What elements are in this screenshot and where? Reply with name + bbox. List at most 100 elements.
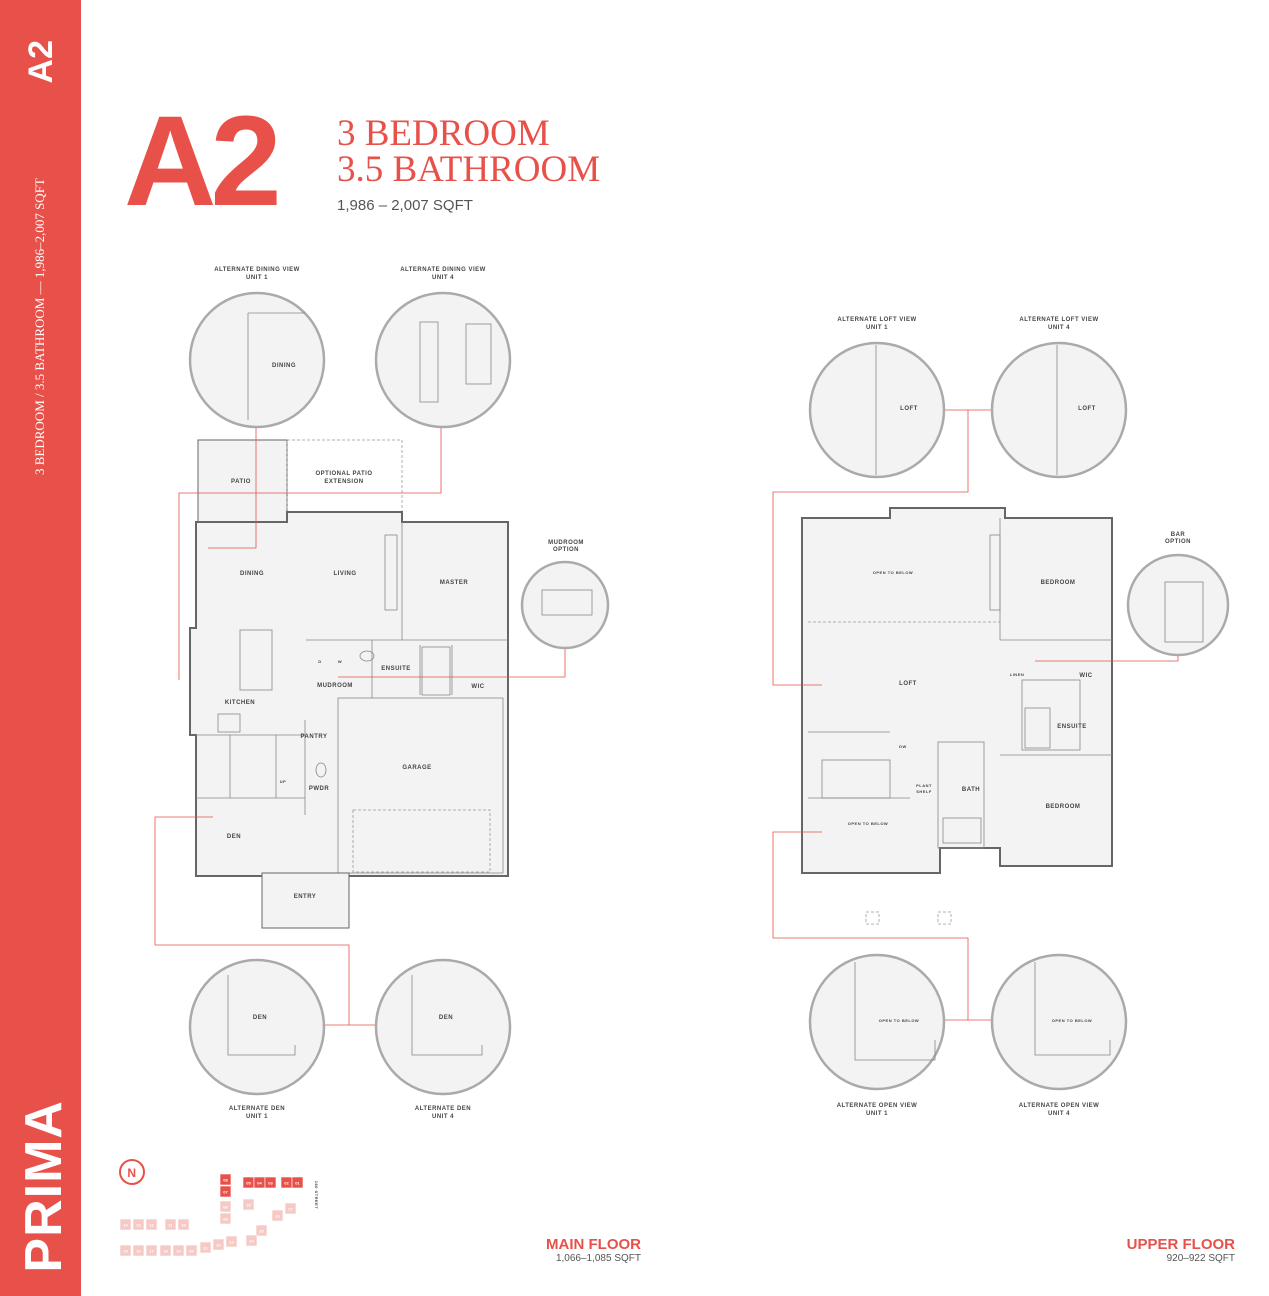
site-unit-label: 25 bbox=[259, 1229, 264, 1234]
site-unit-label: 06 bbox=[223, 1205, 228, 1210]
site-unit-09 bbox=[219, 1212, 232, 1225]
svg-text:ALTERNATE DEN: ALTERNATE DEN bbox=[229, 1106, 285, 1112]
callout-alt-open-unit4: OPEN TO BELOW ALTERNATE OPEN VIEW UNIT 4 bbox=[990, 953, 1128, 1117]
svg-text:OPTION: OPTION bbox=[1165, 539, 1191, 545]
svg-text:DEN: DEN bbox=[439, 1015, 453, 1021]
sidebar: A2 3 BEDROOM / 3.5 BATHROOM — 1,986–2,00… bbox=[0, 0, 81, 1296]
site-unit-01 bbox=[291, 1176, 304, 1189]
site-unit-label: 18 bbox=[163, 1249, 168, 1254]
site-unit-16 bbox=[132, 1244, 145, 1257]
site-unit-label: 11 bbox=[168, 1223, 173, 1228]
svg-text:UNIT 1: UNIT 1 bbox=[866, 1111, 888, 1117]
room-label-linen: LINEN bbox=[1010, 672, 1025, 677]
room-label-open-to-below-top: OPEN TO BELOW bbox=[873, 570, 913, 575]
plan-code: A2 bbox=[124, 90, 282, 233]
room-label-upper-wic: WIC bbox=[1079, 673, 1092, 679]
site-unit-label: 08 bbox=[223, 1178, 228, 1183]
room-label-upper-ensuite: ENSUITE bbox=[1057, 724, 1087, 730]
room-label-optional-patio-extension: EXTENSION bbox=[324, 479, 363, 485]
site-unit-15 bbox=[119, 1244, 132, 1257]
main-floor-plan: PATIO OPTIONAL PATIO EXTENSION DINING LI… bbox=[154, 427, 566, 1026]
room-label-garage: GARAGE bbox=[402, 765, 431, 771]
site-unit-label: 27 bbox=[288, 1207, 293, 1212]
site-unit-25 bbox=[255, 1224, 268, 1237]
room-label-ensuite: ENSUITE bbox=[381, 666, 411, 672]
north-arrow-icon bbox=[119, 1159, 145, 1185]
site-unit-27 bbox=[284, 1202, 297, 1215]
svg-text:LOFT: LOFT bbox=[900, 406, 918, 412]
site-unit-03 bbox=[264, 1176, 277, 1189]
svg-text:UNIT 4: UNIT 4 bbox=[1048, 325, 1070, 331]
upper-floor-outline bbox=[801, 507, 1113, 874]
site-unit-18 bbox=[159, 1244, 172, 1257]
site-unit-label: 24 bbox=[249, 1239, 254, 1244]
svg-text:UNIT 4: UNIT 4 bbox=[1048, 1111, 1070, 1117]
svg-text:ALTERNATE LOFT VIEW: ALTERNATE LOFT VIEW bbox=[837, 317, 916, 323]
room-label-bedroom-2: BEDROOM bbox=[1046, 804, 1081, 810]
callout-bar-option: BAR OPTION bbox=[1126, 532, 1230, 657]
plan-rooms: 3 BEDROOM 3.5 BATHROOM bbox=[337, 113, 600, 188]
site-unit-23 bbox=[225, 1235, 238, 1248]
upper-floor-plan: OPEN TO BELOW BEDROOM LOFT LINEN WIC ENS… bbox=[772, 409, 1179, 1021]
site-unit-11 bbox=[164, 1218, 177, 1231]
svg-text:ALTERNATE DINING VIEW: ALTERNATE DINING VIEW bbox=[400, 267, 486, 273]
site-unit-label: 21 bbox=[203, 1246, 208, 1251]
site-unit-26 bbox=[271, 1209, 284, 1222]
washer-label: W bbox=[338, 659, 342, 664]
garage-walls bbox=[337, 697, 504, 874]
room-label-entry: ENTRY bbox=[294, 894, 317, 900]
room-label-loft: LOFT bbox=[899, 681, 917, 687]
svg-text:N: N bbox=[127, 1166, 136, 1180]
site-unit-19 bbox=[172, 1244, 185, 1257]
site-unit-label: 04 bbox=[257, 1181, 262, 1186]
site-unit-label: 22 bbox=[216, 1243, 221, 1248]
svg-text:DINING: DINING bbox=[272, 363, 296, 369]
room-label-wic: WIC bbox=[471, 684, 484, 690]
main-floor-sqft: 1,066–1,085 SQFT bbox=[555, 1253, 641, 1264]
callout-alt-dining-unit1: ALTERNATE DINING VIEW UNIT 1 DINING bbox=[188, 267, 326, 429]
room-label-dw: DW bbox=[899, 744, 907, 749]
svg-text:ALTERNATE LOFT VIEW: ALTERNATE LOFT VIEW bbox=[1019, 317, 1098, 323]
callout-alt-loft-unit1: ALTERNATE LOFT VIEW UNIT 1 LOFT bbox=[808, 317, 946, 479]
patio bbox=[197, 439, 288, 523]
room-label-pwdr: PWDR bbox=[309, 786, 329, 792]
site-unit-label: 19 bbox=[176, 1249, 181, 1254]
site-unit-label: 02 bbox=[284, 1181, 289, 1186]
site-unit-17 bbox=[145, 1244, 158, 1257]
svg-text:ALTERNATE DEN: ALTERNATE DEN bbox=[415, 1106, 471, 1112]
room-label-bedroom-1: BEDROOM bbox=[1041, 580, 1076, 586]
entry-porch bbox=[261, 872, 350, 929]
plan-sqft: 1,986 – 2,007 SQFT bbox=[337, 197, 473, 214]
site-unit-24 bbox=[245, 1234, 258, 1247]
dryer-label: D bbox=[318, 659, 321, 664]
site-unit-label: 12 bbox=[149, 1223, 154, 1228]
optional-patio-extension bbox=[286, 439, 403, 513]
svg-text:MUDROOM: MUDROOM bbox=[548, 540, 584, 546]
room-label-open-to-below-bottom: OPEN TO BELOW bbox=[848, 821, 888, 826]
svg-text:OPTION: OPTION bbox=[553, 547, 579, 553]
site-unit-13 bbox=[132, 1218, 145, 1231]
main-floor-outline bbox=[189, 511, 509, 877]
site-unit-label: 26 bbox=[275, 1214, 280, 1219]
bedroom-count: 3 BEDROOM bbox=[337, 113, 550, 154]
svg-text:BAR: BAR bbox=[1171, 532, 1186, 538]
svg-text:ALTERNATE OPEN VIEW: ALTERNATE OPEN VIEW bbox=[837, 1103, 918, 1109]
main-floor-title: MAIN FLOOR bbox=[546, 1236, 641, 1253]
site-unit-label: 16 bbox=[136, 1249, 141, 1254]
room-label-pantry: PANTRY bbox=[301, 734, 328, 740]
site-unit-20 bbox=[185, 1244, 198, 1257]
svg-text:ALTERNATE OPEN VIEW: ALTERNATE OPEN VIEW bbox=[1019, 1103, 1100, 1109]
site-unit-06 bbox=[219, 1200, 232, 1213]
upper-floor-sqft: 920–922 SQFT bbox=[1166, 1253, 1235, 1264]
site-unit-label: 03 bbox=[268, 1181, 273, 1186]
site-unit-label: 13 bbox=[136, 1223, 141, 1228]
svg-text:UNIT 1: UNIT 1 bbox=[866, 325, 888, 331]
room-label-optional-patio: OPTIONAL PATIO bbox=[315, 471, 372, 477]
callout-alt-den-unit1: DEN ALTERNATE DEN UNIT 1 bbox=[188, 958, 326, 1120]
room-label-living: LIVING bbox=[333, 571, 356, 577]
room-label-patio: PATIO bbox=[231, 479, 251, 485]
site-unit-label: 14 bbox=[123, 1223, 128, 1228]
room-label-mudroom: MUDROOM bbox=[317, 683, 353, 689]
